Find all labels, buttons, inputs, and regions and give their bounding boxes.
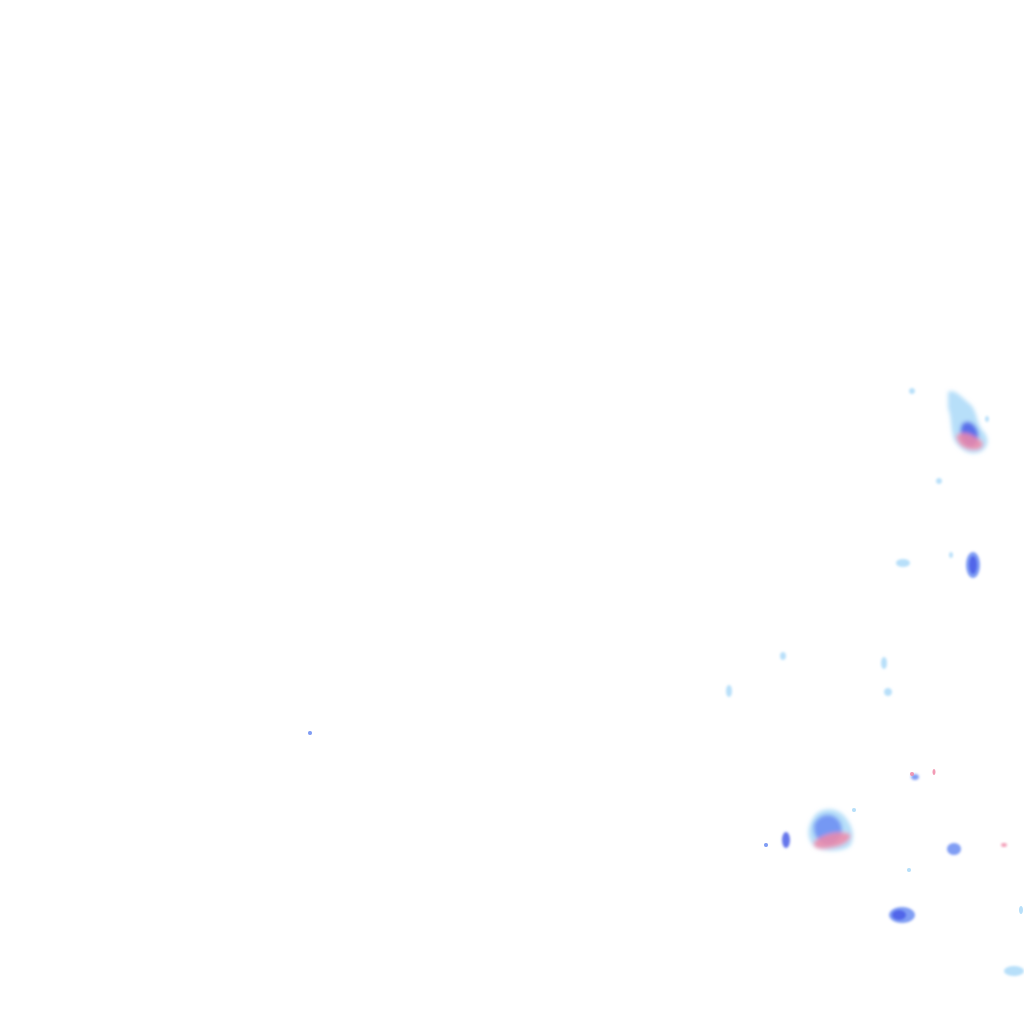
echo-speck [1001, 843, 1007, 847]
precip-cell-south [889, 907, 915, 923]
echo-speck [936, 478, 942, 484]
echo-speck [947, 843, 961, 855]
echo-speck [949, 552, 953, 558]
precip-cell-northeast [948, 391, 988, 454]
echo-speck [881, 657, 887, 669]
echo-speck [896, 559, 910, 567]
echo-speck [308, 731, 312, 735]
echo-speck [910, 772, 914, 776]
echo-speck [884, 688, 892, 696]
echo-speck [1004, 966, 1024, 976]
echo-intense [813, 832, 851, 849]
echo-speck [907, 868, 911, 872]
echo-speck [985, 416, 989, 422]
echo-speck [932, 769, 936, 775]
echo-speck [852, 808, 856, 812]
echo-heavy [969, 556, 977, 574]
precip-cell-southeast [808, 809, 853, 851]
echo-heavy [892, 910, 906, 920]
echo-speck [1019, 906, 1023, 914]
echo-intense [956, 433, 983, 450]
echo-speck [726, 685, 732, 697]
echo-speck [782, 832, 790, 848]
echo-speck [909, 388, 915, 394]
precip-cell-east [966, 552, 980, 578]
echo-speck [764, 843, 768, 847]
echo-speck [780, 652, 786, 660]
